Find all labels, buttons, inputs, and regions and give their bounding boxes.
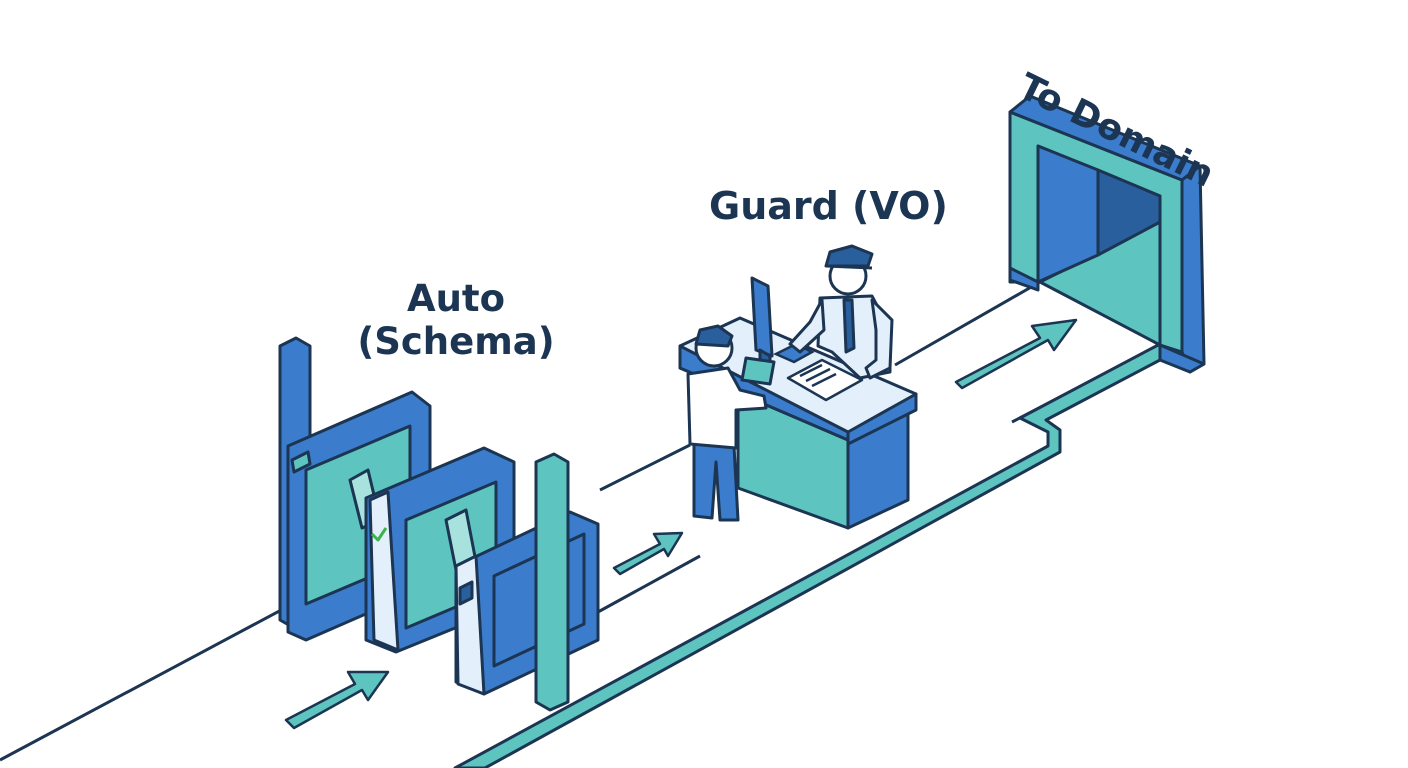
gate-frame-side: [1180, 164, 1206, 374]
walkway-mid-edge: [597, 554, 701, 614]
auto-label-line2: (Schema): [357, 319, 555, 363]
guard-officer: [788, 244, 894, 380]
guard-vo-label: Guard (VO): [709, 184, 948, 228]
traveler-torso: [686, 366, 768, 450]
document-icon: [786, 358, 864, 402]
gate-base: [1158, 343, 1206, 374]
passport-icon: [740, 356, 776, 386]
card-reader-icon: [290, 450, 312, 474]
traveler-hair: [694, 324, 734, 348]
traveler-legs: [692, 438, 740, 522]
auto-schema-label: Auto (Schema): [356, 277, 556, 363]
gate-left-post-base: [1008, 266, 1040, 292]
walkway-guard-edge: [599, 443, 691, 492]
arrow-icon: [954, 318, 1078, 390]
arrow-icon: [284, 670, 390, 730]
arrow-icon: [612, 531, 684, 576]
checkmark-icon: [370, 527, 388, 542]
guard-arm-right: [864, 298, 894, 380]
walkway-left-edge: [0, 598, 301, 762]
gate-door-right: [1096, 168, 1162, 257]
domain-gate: [1008, 94, 1206, 374]
gate-pillar-front: [534, 452, 570, 712]
auto-label-line1: Auto: [406, 277, 506, 320]
guard-arm-left: [788, 298, 826, 354]
direction-arrows: [284, 318, 1078, 730]
guard-tie: [842, 298, 856, 354]
traveler: [686, 324, 776, 522]
walkway-right-edge: [894, 280, 1041, 367]
card-reader-icon: [458, 580, 474, 606]
desk-counter-right: [846, 392, 918, 446]
automatic-turnstiles: [278, 336, 600, 712]
guard-cap-icon: [824, 244, 874, 268]
